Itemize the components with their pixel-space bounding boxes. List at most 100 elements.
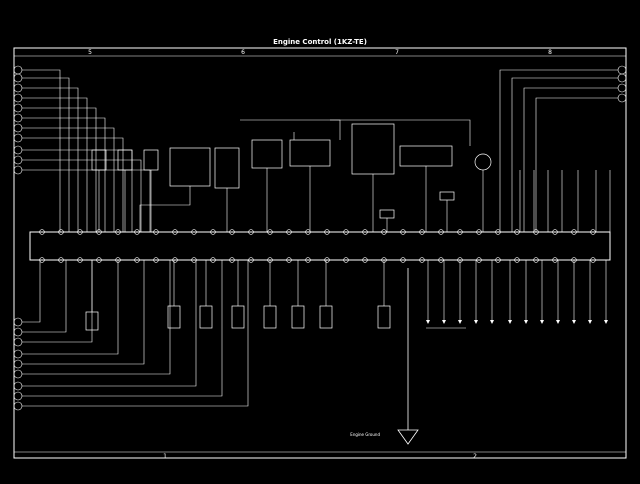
- ecu-pin-top: [286, 229, 292, 235]
- terminal-left-bottom: [13, 369, 23, 379]
- wire-arrow: [458, 320, 462, 324]
- sensor-box-3: [399, 145, 453, 167]
- ecu-pin-top: [172, 229, 178, 235]
- wire: [330, 119, 471, 146]
- ecu-pin-bottom: [457, 257, 463, 263]
- terminal-right: [617, 83, 627, 93]
- wire-arrow: [572, 320, 576, 324]
- ecu-pin-bottom: [172, 257, 178, 263]
- ecu-pin-bottom: [438, 257, 444, 263]
- ecu-pin-top: [457, 229, 463, 235]
- wire-arrow: [540, 320, 544, 324]
- terminal-left-top: [13, 133, 23, 143]
- terminal-left-top: [13, 83, 23, 93]
- wire: [22, 127, 115, 232]
- wire: [22, 260, 249, 407]
- terminal-left-bottom: [13, 359, 23, 369]
- ecu-pin-bottom: [495, 257, 501, 263]
- ecu-pin-bottom: [286, 257, 292, 263]
- wire-arrow: [604, 320, 608, 324]
- terminal-group: [13, 65, 627, 411]
- ecu-pin-bottom: [96, 257, 102, 263]
- diagram-title: Engine Control (1KZ-TE): [273, 38, 367, 46]
- ecu-pin-bottom: [552, 257, 558, 263]
- ecu-pin-top: [381, 229, 387, 235]
- sheet-frame: [13, 47, 627, 459]
- wire: [22, 260, 67, 333]
- ecu-pin-bottom: [77, 257, 83, 263]
- ecu-pin-bottom: [476, 257, 482, 263]
- ecu-pin-top: [362, 229, 368, 235]
- gauge-symbol: [474, 153, 492, 171]
- ecu-pin-top: [438, 229, 444, 235]
- ecu-pin-bottom: [153, 257, 159, 263]
- terminal-left-top: [13, 145, 23, 155]
- wire: [22, 87, 79, 232]
- wire-arrow: [588, 320, 592, 324]
- ecu-pin-bottom: [229, 257, 235, 263]
- wire: [511, 77, 618, 232]
- control-unit-box: [251, 139, 283, 169]
- wire: [22, 260, 145, 365]
- wire: [22, 137, 124, 232]
- terminal-left-top: [13, 123, 23, 133]
- wire: [22, 260, 93, 343]
- resistor-2: [439, 191, 455, 201]
- wire-arrow: [474, 320, 478, 324]
- lower-box-2: [199, 305, 213, 329]
- ecu-pin-top: [267, 229, 273, 235]
- ecu-pin-top: [96, 229, 102, 235]
- ecu-pin-bottom: [134, 257, 140, 263]
- ecu-pin-top: [495, 229, 501, 235]
- wire: [22, 260, 41, 323]
- wire-arrow: [442, 320, 446, 324]
- sensor-box-1: [289, 139, 331, 167]
- wire-group: [22, 69, 618, 407]
- ecu-pin-top: [400, 229, 406, 235]
- ecu-pin-top: [514, 229, 520, 235]
- ecu-pin-bottom: [305, 257, 311, 263]
- ecu-pin-bottom: [571, 257, 577, 263]
- terminal-left-bottom: [13, 349, 23, 359]
- wire: [240, 119, 341, 140]
- lower-box-3: [231, 305, 245, 329]
- terminal-left-bottom: [13, 317, 23, 327]
- wire: [22, 159, 142, 232]
- wire: [22, 260, 197, 387]
- terminal-right: [617, 73, 627, 83]
- ground-symbol: [397, 268, 419, 445]
- terminal-left-top: [13, 113, 23, 123]
- lower-box-7: [377, 305, 391, 329]
- pin-group: [39, 229, 596, 263]
- grid-label-top-3: 7: [395, 49, 399, 56]
- ecu-pin-top: [77, 229, 83, 235]
- terminal-left-top: [13, 93, 23, 103]
- wire: [22, 260, 119, 355]
- terminal-left-top: [13, 73, 23, 83]
- ecu-pin-bottom: [115, 257, 121, 263]
- ecu-pin-bottom: [191, 257, 197, 263]
- ecu-pin-top: [552, 229, 558, 235]
- wire: [22, 260, 223, 397]
- wire: [22, 97, 88, 232]
- terminal-left-top: [13, 103, 23, 113]
- terminal-right: [617, 93, 627, 103]
- grid-label-top-2: 6: [241, 49, 245, 56]
- ground-label: Engine Ground: [350, 432, 380, 437]
- ecu-pin-top: [571, 229, 577, 235]
- grid-label-top-4: 8: [548, 49, 552, 56]
- wire-arrow: [524, 320, 528, 324]
- ecu-pin-bottom: [210, 257, 216, 263]
- ecu-pin-top: [324, 229, 330, 235]
- ecu-pin-bottom: [248, 257, 254, 263]
- lower-box-4: [263, 305, 277, 329]
- ecu-pin-bottom: [267, 257, 273, 263]
- wire: [22, 77, 70, 232]
- wire: [523, 87, 618, 232]
- wire: [22, 149, 133, 232]
- ecu-pin-top: [210, 229, 216, 235]
- ecu-pin-bottom: [419, 257, 425, 263]
- wire: [22, 117, 106, 232]
- ecu-pin-bottom: [58, 257, 64, 263]
